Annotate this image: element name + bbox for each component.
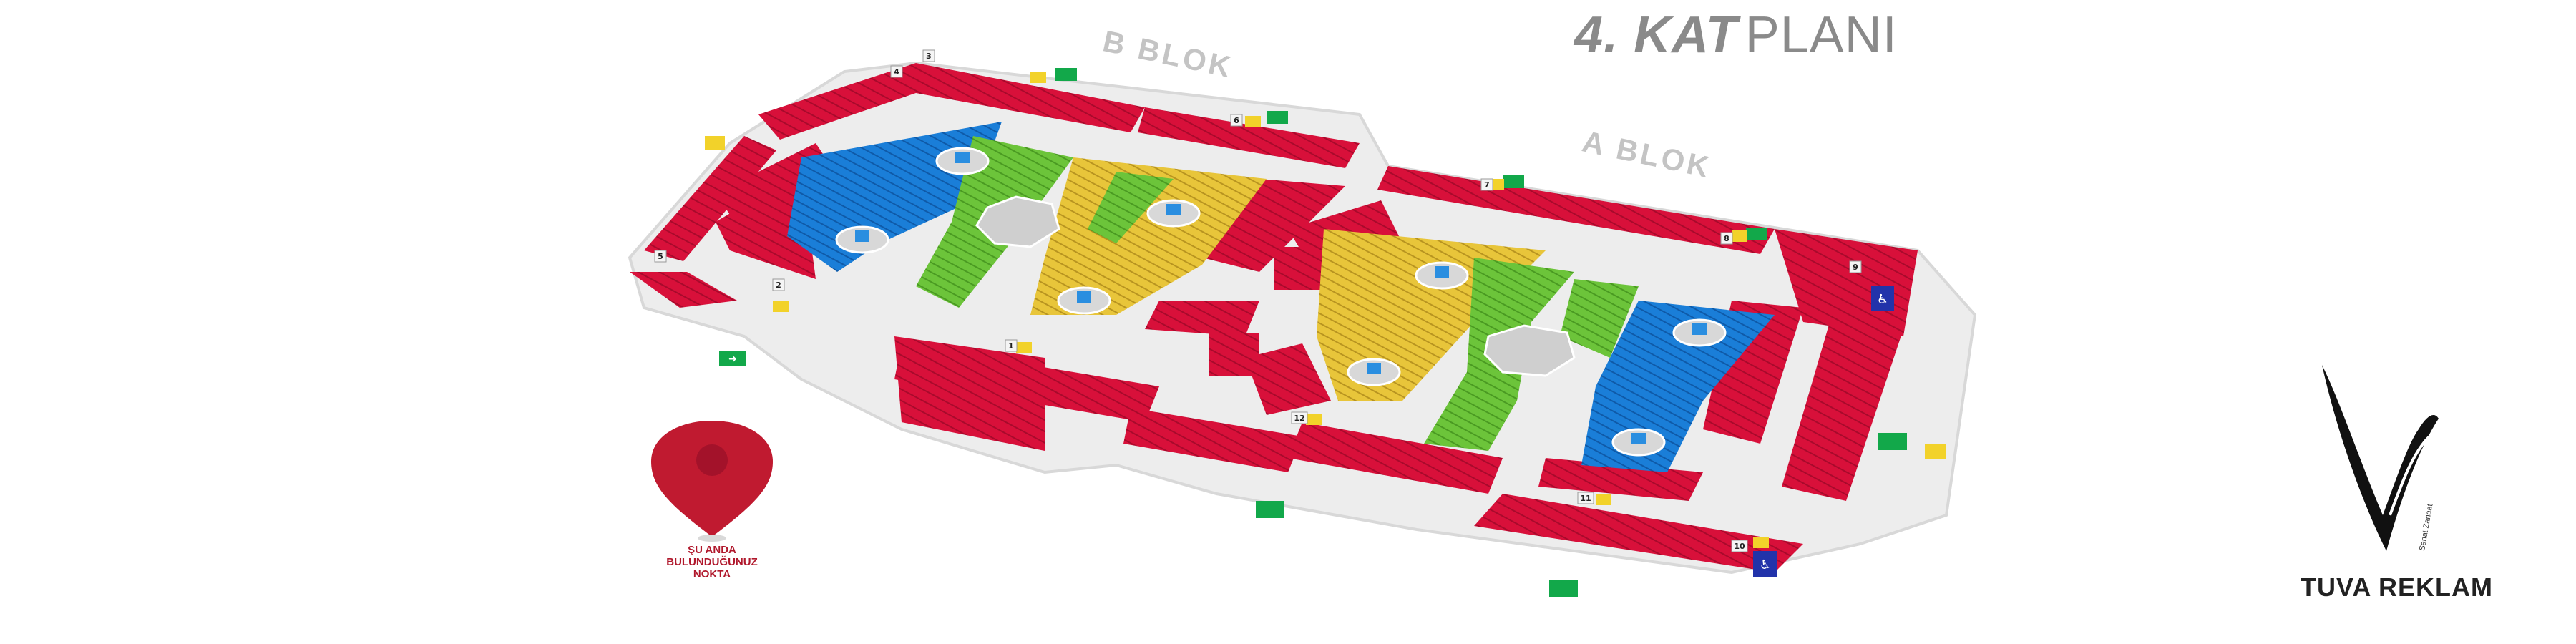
store-b-inner-2 — [716, 172, 816, 279]
you-are-here-line3: NOKTA — [693, 568, 731, 580]
you-are-here-line1: ŞU ANDA — [688, 544, 736, 556]
elevator-number: 10 — [1734, 542, 1745, 551]
zone-b-yellow — [1030, 157, 1267, 315]
elevator-number: 12 — [1294, 414, 1304, 423]
brand-name: TUVA REKLAM — [2301, 572, 2493, 602]
you-are-here-label: ŞU ANDA BULUNDUĞUNUZ NOKTA — [658, 544, 766, 580]
you-are-here-line2: BULUNDUĞUNUZ — [666, 556, 758, 568]
elevator-number-tags: 3 4 6 7 8 9 10 11 12 1 2 5 — [654, 49, 1862, 552]
brand-logo-icon — [2322, 365, 2439, 551]
plaza-a-center — [1483, 324, 1576, 377]
store-ring-a-north — [1377, 166, 1775, 254]
brand-tagline: Sanat Zanaat — [2418, 503, 2434, 551]
zone-a-green-2 — [1560, 279, 1639, 358]
restroom-icon: ♿ ♿ — [1753, 286, 1894, 577]
title-kat: KAT — [1634, 6, 1738, 64]
elevator-number: 9 — [1853, 263, 1858, 272]
store-ring-a-southwest — [1123, 408, 1302, 472]
store-ring-b-north — [758, 63, 1145, 140]
store-ring-b-west2 — [630, 272, 737, 308]
elevator-number: 5 — [658, 252, 663, 261]
title-plan: PLANI — [1745, 6, 1898, 64]
store-b-east-col — [1202, 179, 1345, 272]
store-ring-a-south — [1474, 494, 1803, 572]
store-b-mid-block — [1145, 301, 1259, 336]
store-b-north-mid — [1138, 107, 1360, 168]
title-number: 4. — [1574, 6, 1619, 64]
elevator-icon — [705, 72, 1946, 548]
svg-text:➜: ➜ — [728, 353, 737, 365]
elevator-number: 6 — [1234, 116, 1239, 125]
exit-sign-icon: ➜ — [719, 68, 1907, 597]
store-ring-a-south-2 — [1288, 422, 1503, 494]
store-ring-a-east-col — [1782, 315, 1903, 501]
location-pin-icon — [651, 421, 773, 542]
elevator-number: 3 — [926, 52, 932, 61]
svg-text:♿: ♿ — [1760, 557, 1771, 572]
elevator-number: 2 — [776, 280, 781, 290]
store-a-west-col-2 — [1245, 343, 1331, 415]
elevator-number: 7 — [1484, 180, 1490, 190]
svg-text:♿: ♿ — [1877, 292, 1888, 307]
elevator-number: 8 — [1724, 234, 1729, 243]
zone-b-green-2 — [1088, 172, 1174, 243]
elevator-number: 1 — [1008, 341, 1014, 351]
elevator-number: 11 — [1580, 494, 1591, 503]
plaza-badges — [855, 152, 1707, 444]
store-ring-b-southwest — [894, 336, 1045, 451]
elevator-number: 4 — [894, 67, 899, 77]
plaza-b-center — [975, 195, 1060, 248]
store-ring-b-west — [644, 136, 776, 261]
